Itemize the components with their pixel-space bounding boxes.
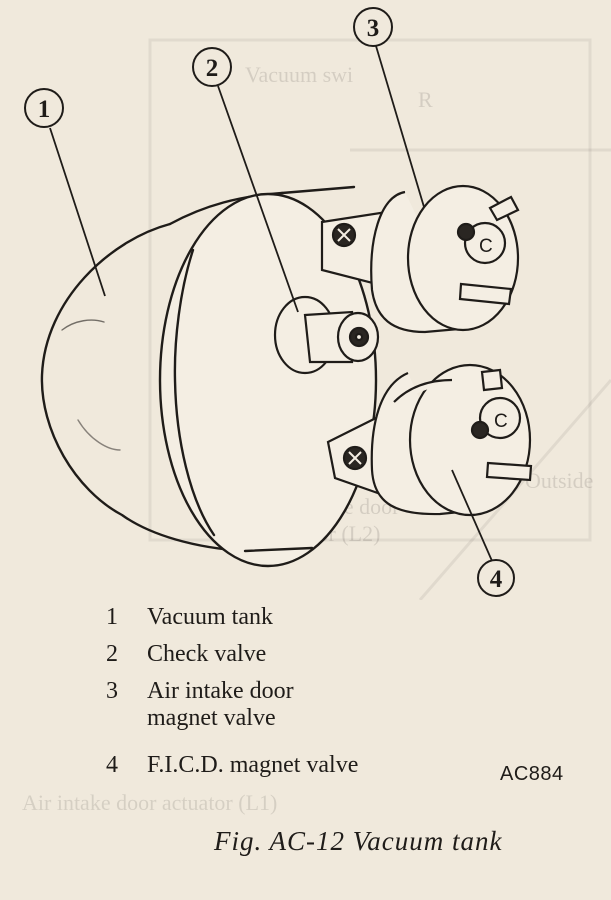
air-intake-door-magnet-valve: C [320, 184, 520, 334]
callout-4-number: 4 [490, 566, 503, 593]
svg-text:C: C [494, 411, 508, 432]
check-valve [273, 295, 380, 375]
callout-1: 1 [24, 88, 64, 128]
legend-label: Air intake door magnet valve [147, 678, 294, 731]
leader-lines [49, 45, 497, 571]
legend-item: 1 Vacuum tank [106, 604, 436, 631]
vacuum-tank-diagram: Vacuum swi R Outside Air intake door act… [24, 7, 611, 600]
legend-number: 2 [106, 641, 118, 667]
legend-number: 3 [106, 678, 118, 704]
bleed-through-caption: Air intake door actuator (L1) [22, 790, 278, 815]
legend-item: 3 Air intake door magnet valve [106, 678, 436, 742]
callout-4: 4 [477, 559, 515, 597]
callout-3-number: 3 [367, 15, 380, 42]
callout-2: 2 [192, 47, 232, 87]
legend-label: F.I.C.D. magnet valve [147, 752, 359, 778]
svg-text:C: C [479, 236, 493, 257]
callout-2-number: 2 [206, 55, 219, 82]
legend-item: 4 F.I.C.D. magnet valve [106, 752, 436, 779]
figure-code: AC884 [500, 763, 564, 785]
legend-label: Check valve [147, 641, 267, 667]
ficd-magnet-valve: C [326, 363, 533, 517]
legend-label: Vacuum tank [147, 604, 273, 630]
callout-1-number: 1 [38, 96, 51, 123]
legend-number: 4 [106, 752, 118, 778]
bleed-through-text: Vacuum swi [245, 62, 353, 87]
figure-caption: Fig. AC-12 Vacuum tank [214, 826, 503, 856]
bleed-through-text: Outside [525, 468, 593, 493]
bleed-through-text: R [418, 87, 433, 112]
parts-legend: 1 Vacuum tank 2 Check valve 3 Air intake… [106, 604, 436, 789]
legend-item: 2 Check valve [106, 641, 436, 668]
legend-number: 1 [106, 604, 118, 630]
callout-3: 3 [353, 7, 393, 47]
vacuum-tank [40, 185, 378, 568]
